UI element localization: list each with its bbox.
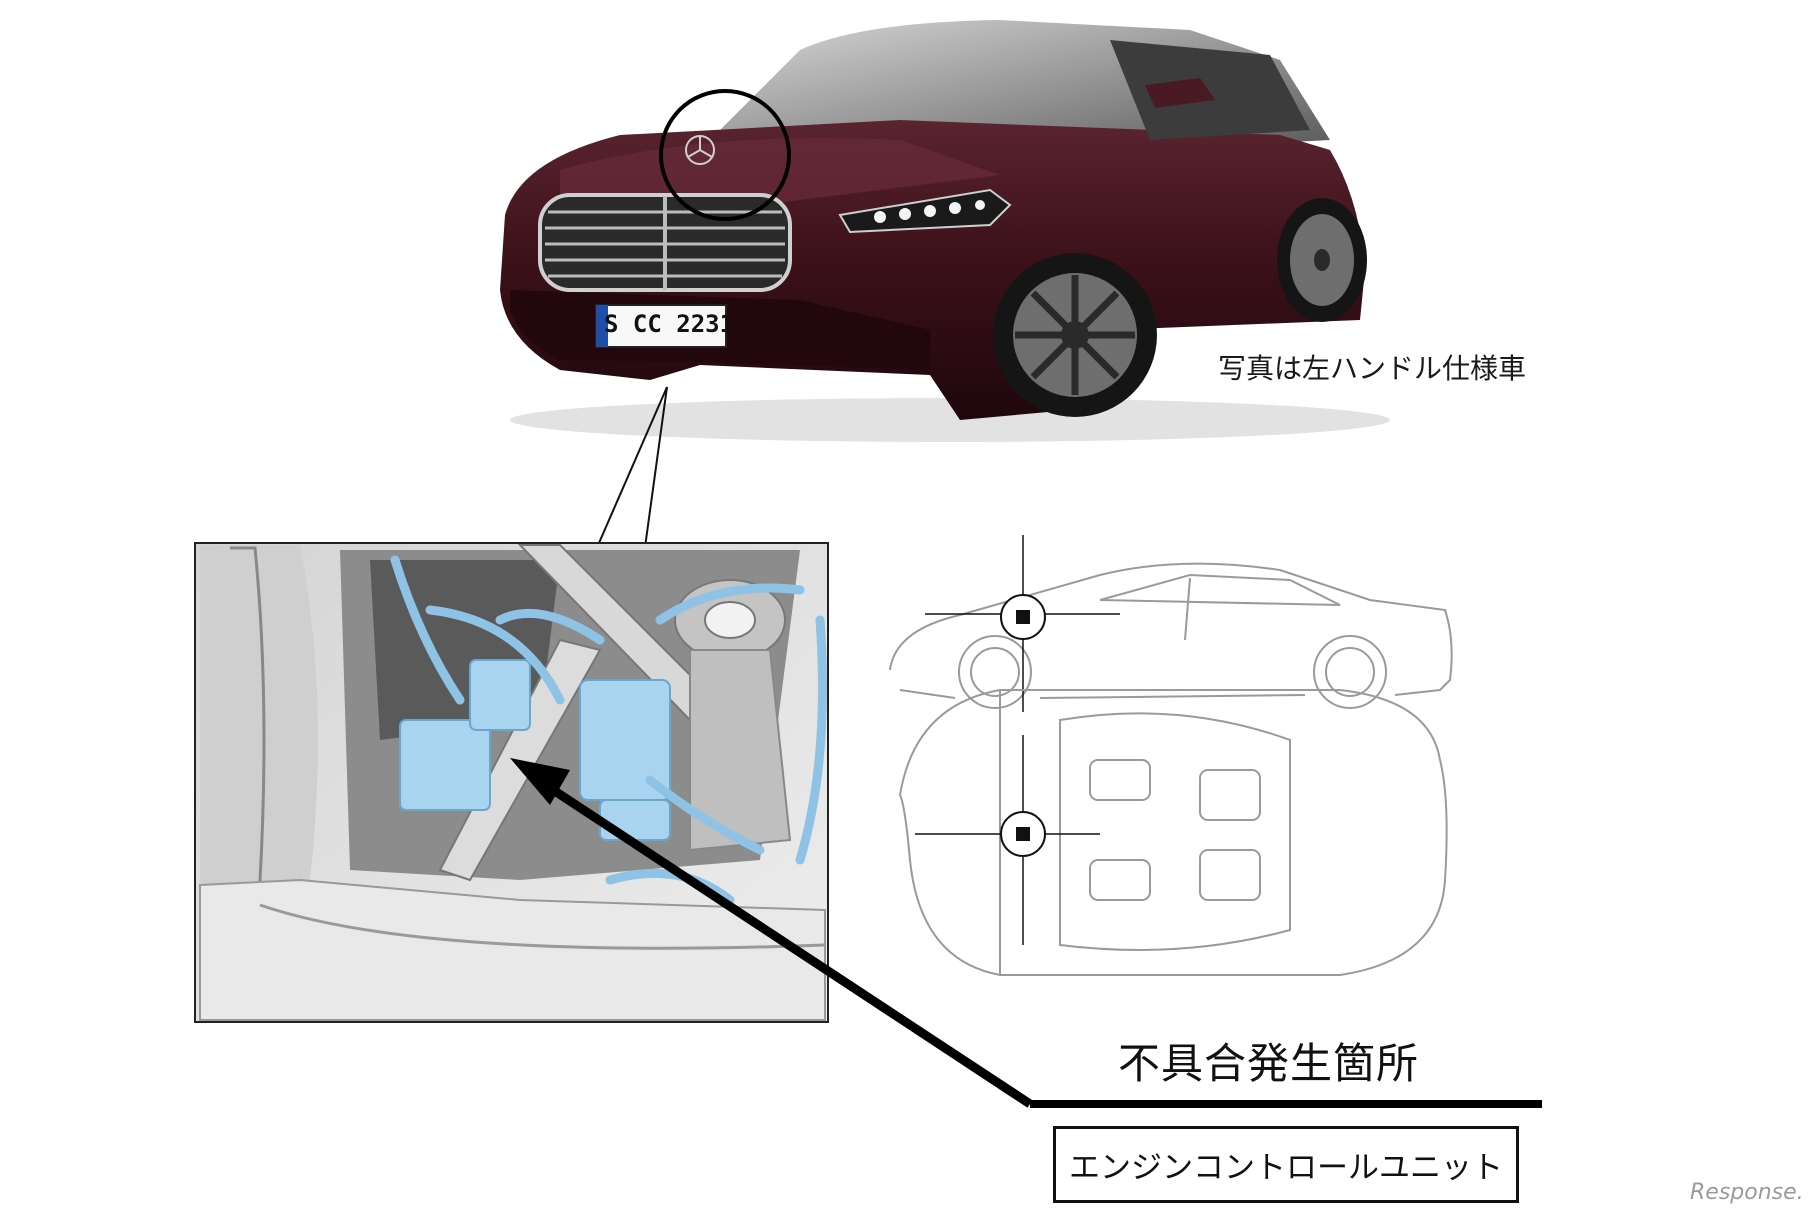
defect-location-heading: 不具合発生箇所 [1118,1039,1420,1088]
side-view-locator [925,535,1120,712]
defect-pointer-arrow [510,758,1542,1108]
top-view-drawing [898,689,1448,976]
car-photo [500,20,1390,442]
watermark-logo: Response. [1690,1180,1804,1205]
harness-cables [390,555,827,905]
rear-wheel [1277,198,1367,322]
license-plate-text: S CC 2231 [604,310,735,338]
grille-bars [545,196,785,290]
photo-caption: 写真は左ハンドル仕様車 [1218,352,1527,385]
part-name-label: エンジンコントロールユニット [1069,1150,1503,1186]
side-view-drawing [889,562,1453,709]
emblem-icon [685,135,715,165]
license-plate [595,304,727,348]
front-wheel [993,253,1157,417]
emblem-highlight-circle [659,89,791,221]
engine-bay-illustration [194,542,829,1023]
top-view-locator [915,735,1100,945]
ecu-highlight [399,659,671,841]
headlight-leds [874,200,985,223]
part-name-box: エンジンコントロールユニット [1053,1126,1519,1203]
